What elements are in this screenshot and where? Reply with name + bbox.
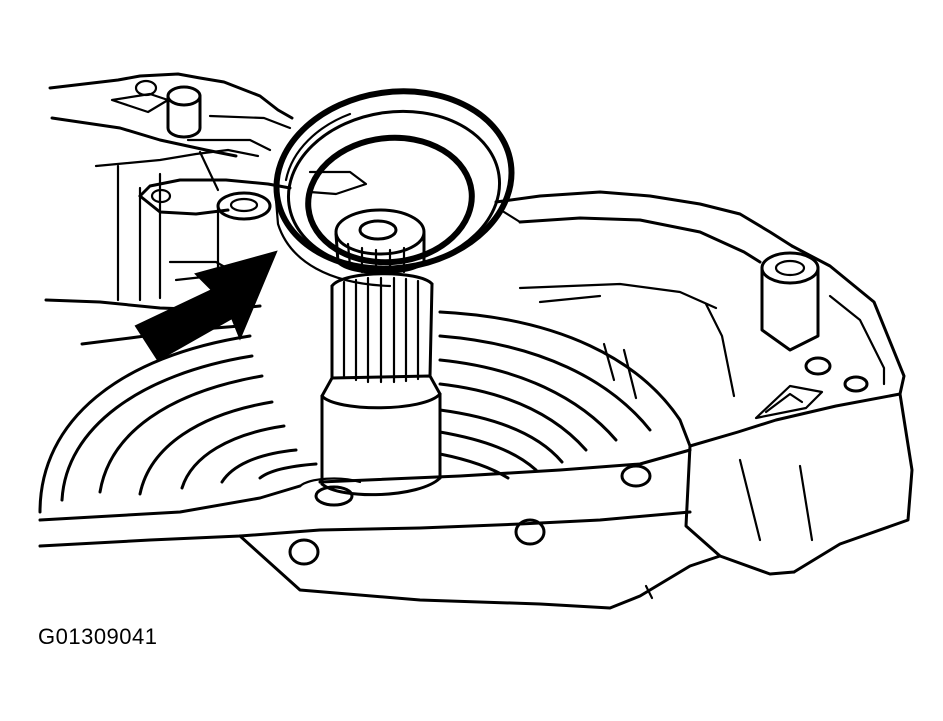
bracket-plate — [138, 178, 292, 282]
arrow-icon — [134, 250, 278, 362]
gasket-flange — [38, 448, 722, 610]
oil-seal — [273, 88, 515, 288]
figure-id-label: G01309041 — [38, 624, 158, 649]
housing-floor-rings — [38, 282, 736, 514]
upper-housing-casting — [48, 72, 294, 302]
dowel-pin — [166, 85, 202, 139]
shaft-splines — [342, 276, 420, 384]
bell-housing — [44, 190, 914, 600]
